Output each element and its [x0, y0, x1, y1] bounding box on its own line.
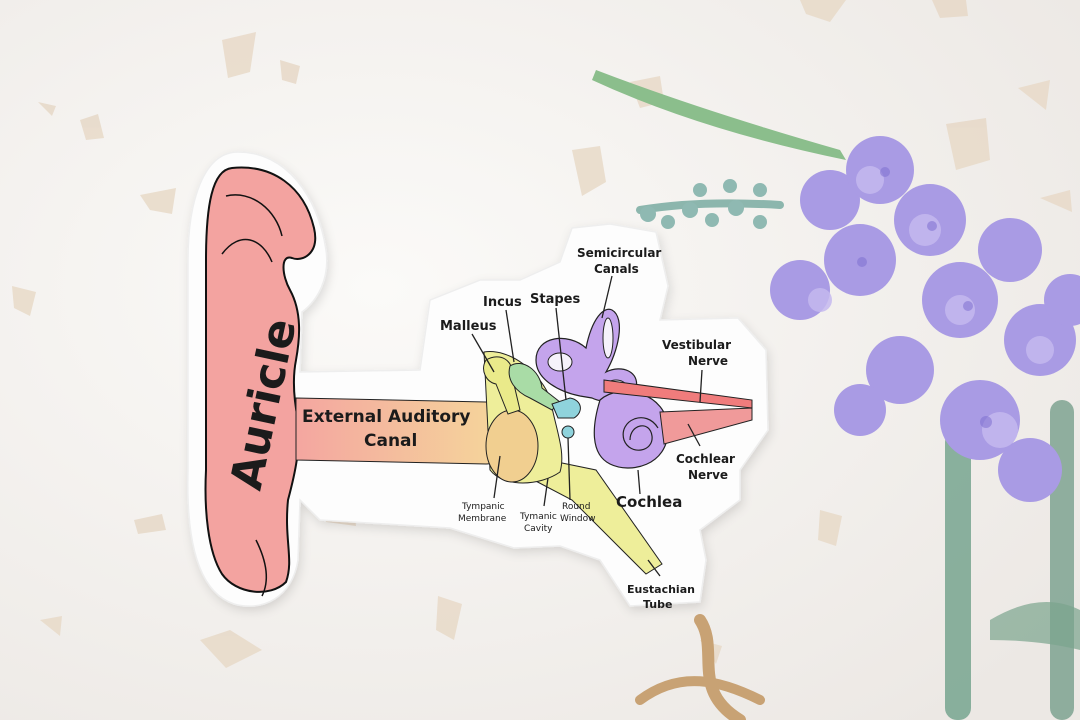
sticker-backing — [187, 151, 769, 607]
labels: Incus Stapes Malleus Semicircular Canals… — [440, 246, 735, 611]
stapes-label: Stapes — [530, 292, 580, 307]
stapes-shape — [551, 397, 581, 419]
sticker — [187, 151, 769, 607]
cochlea-shape — [593, 390, 669, 469]
middle-ear — [483, 351, 663, 575]
vestibular-label-line1: Vestibular — [662, 338, 731, 352]
tympanic-membrane-shape — [485, 409, 539, 483]
tympanic-membrane-label-line1: Tympanic — [461, 502, 505, 512]
malleus-label: Malleus — [440, 319, 497, 334]
canal-label-line2: Canal — [364, 431, 417, 451]
inner-ear — [535, 308, 753, 469]
cochlea-label: Cochlea — [616, 493, 682, 511]
eustachian-label-line1: Eustachian — [627, 583, 695, 596]
cochlear-nerve-shape — [659, 407, 753, 445]
incus-label: Incus — [483, 295, 522, 310]
leader-lines — [471, 275, 703, 577]
round-window-label-line1: Round — [562, 502, 590, 512]
semicircular-label-line1: Semicircular — [577, 246, 661, 260]
round-window-shape — [561, 425, 575, 439]
tympanic-membrane-label-line2: Membrane — [458, 514, 507, 524]
vestibular-label-line2: Nerve — [688, 354, 728, 368]
eustachian-label-line2: Tube — [643, 598, 672, 611]
cochlear-label-line2: Nerve — [688, 468, 728, 482]
external-auditory-canal: External Auditory Canal — [295, 397, 511, 465]
flower-decoration — [592, 70, 1080, 720]
canal-label-line1: External Auditory — [302, 407, 470, 427]
semicircular-label-line2: Canals — [594, 262, 639, 276]
cochlear-label-line1: Cochlear — [676, 452, 735, 466]
round-window-label-line2: Window — [560, 514, 596, 524]
auricle-drawing: Auricle — [204, 166, 317, 597]
tympanic-cavity-label-line2: Cavity — [524, 524, 553, 534]
tympanic-cavity-label-line1: Tymanic — [519, 512, 557, 522]
